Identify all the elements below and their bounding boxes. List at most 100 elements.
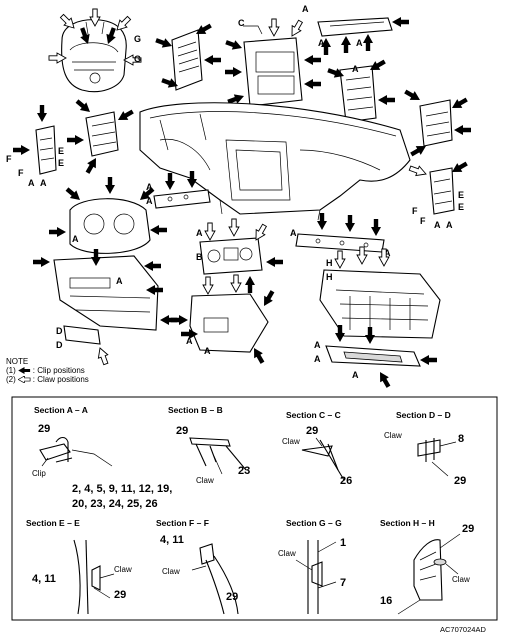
- section-ff-num-top: 4, 11: [160, 534, 184, 546]
- callout-d: D: [56, 326, 63, 336]
- section-ee-drawing: [73, 539, 115, 615]
- section-aa-num-top: 29: [38, 423, 50, 435]
- heater-control-panel: [199, 237, 263, 275]
- section-bb-num-right: 23: [238, 465, 250, 477]
- instrument-panel-main: [139, 102, 411, 221]
- callout-h: H: [326, 258, 333, 268]
- section-cc-num-top: 29: [306, 425, 318, 437]
- callout-f: F: [420, 216, 426, 226]
- callout-a: A: [116, 276, 123, 286]
- section-bb-claw-label: Claw: [196, 476, 214, 485]
- section-bb-title: Section B – B: [168, 405, 223, 415]
- left-side-trim: [35, 125, 57, 175]
- note-claw-text: : Claw positions: [32, 375, 89, 384]
- section-hh-drawing: [397, 533, 461, 615]
- section-ee-num-left: 4, 11: [32, 573, 56, 585]
- callout-g: G: [134, 34, 141, 44]
- section-cc-claw-label: Claw: [282, 437, 300, 446]
- callout-f: F: [18, 168, 24, 178]
- callout-a: A: [356, 38, 363, 48]
- section-hh-num-top: 29: [462, 523, 474, 535]
- callout-a: A: [352, 370, 359, 380]
- section-dd-claw-label: Claw: [384, 431, 402, 440]
- center-vent-left: [85, 111, 119, 157]
- callout-a: A: [302, 4, 309, 14]
- defroster-grille: [317, 17, 393, 37]
- callout-b: B: [196, 252, 203, 262]
- callout-a: A: [186, 336, 193, 346]
- section-ff-drawing: [191, 543, 239, 615]
- section-dd-num-bottom: 29: [454, 475, 466, 487]
- section-ff-title: Section F – F: [156, 518, 209, 528]
- section-ee-claw-label: Claw: [114, 565, 132, 574]
- callout-a: A: [28, 178, 35, 188]
- sections-frame: [11, 396, 498, 621]
- side-vent-far-right: [419, 99, 453, 147]
- callout-e: E: [458, 190, 464, 200]
- callout-a: A: [204, 346, 211, 356]
- section-ee-title: Section E – E: [26, 518, 80, 528]
- section-bb-drawing: [189, 437, 247, 475]
- callout-a: A: [352, 64, 359, 74]
- side-air-vent-left: [171, 29, 203, 91]
- callout-d: D: [56, 340, 63, 350]
- glove-box: [319, 269, 441, 339]
- callout-h: H: [326, 272, 333, 282]
- section-dd-drawing: [417, 438, 457, 477]
- reinforcement-bar: [295, 233, 385, 253]
- callout-a: A: [40, 178, 47, 188]
- section-hh-claw-label: Claw: [452, 575, 470, 584]
- callout-a: A: [196, 228, 203, 238]
- section-cc-title: Section C – C: [286, 410, 341, 420]
- section-ff-num-bottom: 29: [226, 591, 238, 603]
- section-dd-title: Section D – D: [396, 410, 451, 420]
- callout-a: A: [146, 182, 153, 192]
- section-gg-title: Section G – G: [286, 518, 342, 528]
- white-arrow-icon: [17, 376, 31, 383]
- callout-f: F: [6, 154, 12, 164]
- section-hh-num-bottom: 16: [380, 595, 392, 607]
- section-ee-num-right: 29: [114, 589, 126, 601]
- callout-a: A: [290, 228, 297, 238]
- small-bracket-d: [63, 325, 101, 345]
- section-dd-num-right: 8: [458, 433, 464, 445]
- note-title: NOTE: [6, 357, 29, 366]
- note-clip-label: (1): [6, 366, 16, 375]
- cluster-bezel: [69, 198, 151, 254]
- section-aa-title: Section A – A: [34, 405, 88, 415]
- callout-a: A: [146, 196, 153, 206]
- black-arrow-icon: [17, 367, 30, 374]
- section-gg-claw-label: Claw: [278, 549, 296, 558]
- right-side-trim: [429, 167, 455, 215]
- side-air-vent-right: [339, 65, 377, 123]
- note-clip-row: (1) : Clip positions: [6, 366, 89, 375]
- lower-trim-strip: [153, 189, 211, 209]
- center-panel-bezel: [243, 37, 303, 107]
- section-hh-title: Section H – H: [380, 518, 435, 528]
- callout-a: A: [446, 220, 453, 230]
- glove-box-lower-panel: [325, 345, 421, 367]
- callout-a: A: [72, 234, 79, 244]
- figure-code: AC707024AD: [440, 625, 486, 634]
- callout-f: F: [412, 206, 418, 216]
- callout-a: A: [434, 220, 441, 230]
- section-ff-claw-label: Claw: [162, 567, 180, 576]
- note-claw-row: (2) : Claw positions: [6, 375, 89, 384]
- section-aa-drawing: [39, 436, 113, 467]
- lower-panel-left: [53, 255, 159, 331]
- section-aa-clip-label: Clip: [32, 469, 46, 478]
- section-gg-drawing: [295, 540, 337, 614]
- callout-a: A: [318, 38, 325, 48]
- center-lower-panel: [189, 293, 269, 353]
- callout-g: G: [134, 54, 141, 64]
- note-clip-text: : Clip positions: [32, 366, 85, 375]
- note-claw-label: (2): [6, 375, 16, 384]
- callout-e: E: [58, 158, 64, 168]
- callout-a: A: [314, 354, 321, 364]
- section-aa-numbers-2: 20, 23, 24, 25, 26: [72, 498, 158, 510]
- section-aa-numbers-1: 2, 4, 5, 9, 11, 12, 19,: [72, 483, 172, 495]
- section-gg-num-top: 1: [340, 537, 346, 549]
- callout-e: E: [458, 202, 464, 212]
- note-legend: NOTE (1) : Clip positions (2) : Claw pos…: [6, 357, 89, 384]
